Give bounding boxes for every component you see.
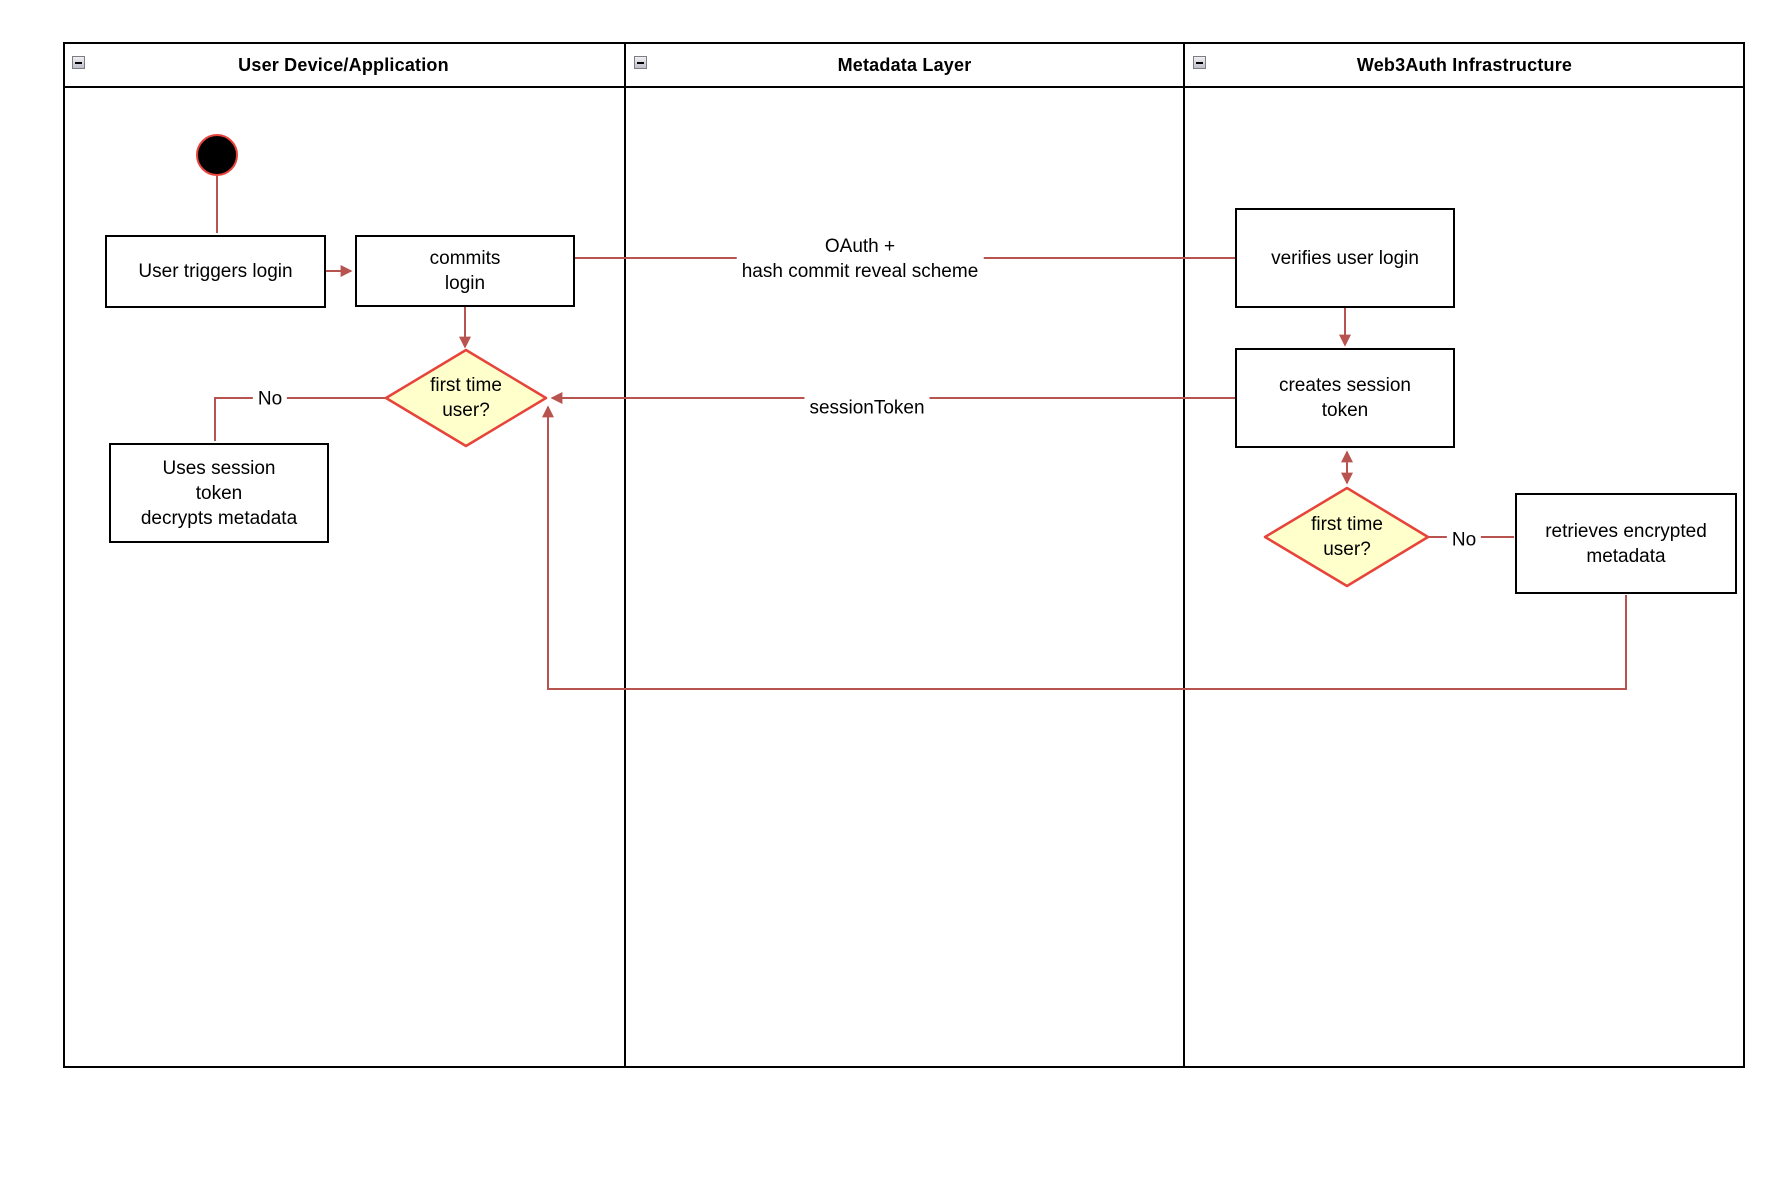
initial-node[interactable] bbox=[196, 134, 238, 176]
lane-header-user-device[interactable]: User Device/Application bbox=[63, 42, 624, 88]
node-label: verifies user login bbox=[1271, 247, 1419, 269]
node-uses-session-token[interactable]: Uses session token decrypts metadata bbox=[109, 443, 329, 543]
node-label: creates session token bbox=[1278, 375, 1411, 421]
node-label: retrieves encrypted metadata bbox=[1545, 520, 1707, 567]
pool-header-row bbox=[63, 42, 1745, 88]
collapse-minus-icon[interactable] bbox=[634, 56, 647, 69]
lane-header-metadata-layer[interactable]: Metadata Layer bbox=[625, 42, 1184, 88]
lane-title: User Device/Application bbox=[238, 54, 449, 75]
node-verifies-user-login[interactable]: verifies user login bbox=[1235, 208, 1455, 308]
edge-label-session-token: sessionToken bbox=[804, 395, 930, 421]
lane-divider-2 bbox=[1183, 42, 1185, 1068]
node-commits-login[interactable]: commits login bbox=[355, 235, 575, 307]
edge-label-no-user-device: No bbox=[252, 386, 288, 412]
decision-label-web3auth: first time user? bbox=[1311, 514, 1383, 560]
collapse-minus-icon[interactable] bbox=[1193, 56, 1206, 69]
collapse-minus-icon[interactable] bbox=[72, 56, 85, 69]
edge-no-to-uses-session bbox=[214, 397, 386, 441]
node-retrieves-encrypted-metadata[interactable]: retrieves encrypted metadata bbox=[1515, 493, 1737, 594]
decision-first-time-web3auth[interactable] bbox=[1263, 486, 1430, 588]
node-label: Uses session token decrypts metadata bbox=[140, 457, 298, 529]
node-user-triggers-login[interactable]: User triggers login bbox=[105, 235, 326, 308]
lane-title: Web3Auth Infrastructure bbox=[1356, 54, 1573, 75]
lane-title: Metadata Layer bbox=[837, 54, 972, 75]
node-creates-session-token[interactable]: creates session token bbox=[1235, 348, 1455, 448]
node-label: User triggers login bbox=[138, 261, 293, 282]
minus-glyph bbox=[1196, 61, 1203, 64]
minus-glyph bbox=[75, 61, 82, 64]
node-label: commits login bbox=[429, 248, 501, 294]
lane-header-web3auth[interactable]: Web3Auth Infrastructure bbox=[1184, 42, 1745, 88]
edge-retrieves-feedback-to-decision bbox=[542, 405, 1627, 690]
lane-divider-1 bbox=[624, 42, 626, 1068]
edge-label-no-web3auth: No bbox=[1446, 527, 1482, 553]
edge-label-oauth: OAuth + hash commit reveal scheme bbox=[736, 234, 984, 284]
pool-frame bbox=[63, 42, 1745, 1068]
decision-first-time-user-device[interactable] bbox=[384, 348, 548, 448]
minus-glyph bbox=[637, 61, 644, 64]
decision-label-user-device: first time user? bbox=[430, 375, 502, 421]
